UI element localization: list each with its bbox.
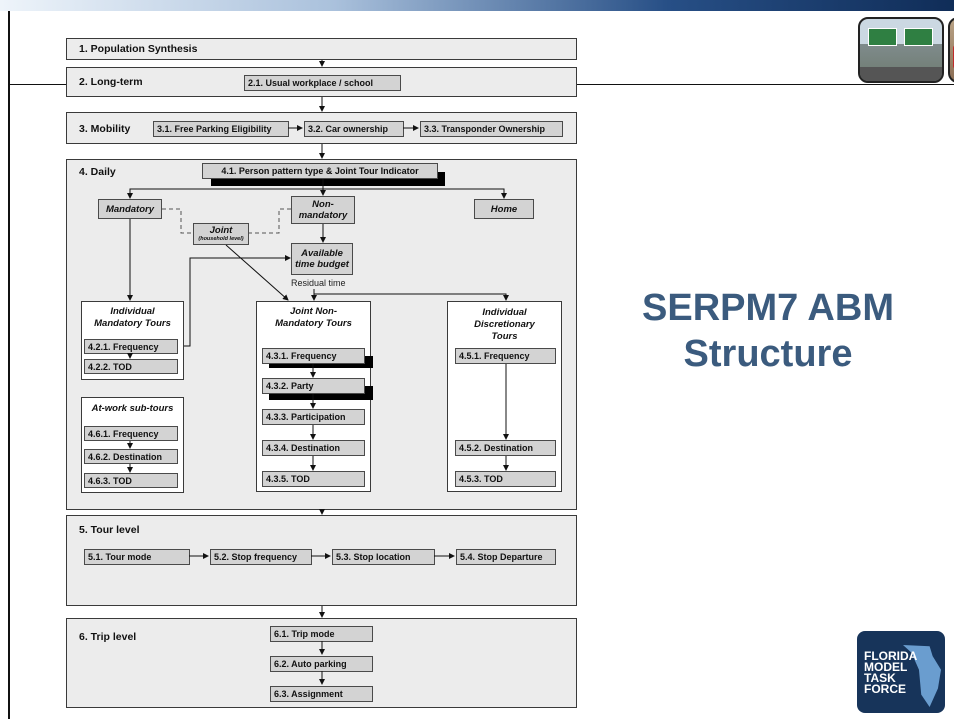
- florida-model-task-force-logo: FLORIDA MODEL TASK FORCE: [857, 631, 945, 713]
- logo-text: FLORIDA MODEL TASK FORCE: [864, 649, 918, 696]
- box-stop-location: 5.3. Stop location: [332, 549, 435, 565]
- group-individual-discretionary-tours: Individual Discretionary Tours: [447, 301, 562, 492]
- road-strip: [860, 67, 942, 81]
- highway-sign-left: [868, 28, 897, 46]
- highway-sign-right: [904, 28, 933, 46]
- group-title-line3: Tours: [491, 331, 518, 342]
- box-tour-mode: 5.1. Tour mode: [84, 549, 190, 565]
- box-non-mandatory: Non- mandatory: [291, 196, 355, 224]
- box-transponder: 3.3. Transponder Ownership: [420, 121, 563, 137]
- section-tour-level: 5. Tour level 5.1. Tour mode 5.2. Stop f…: [66, 515, 577, 606]
- box-person-pattern: 4.1. Person pattern type & Joint Tour In…: [202, 163, 438, 179]
- logo-line: FORCE: [864, 682, 906, 696]
- box-joint-frequency: 4.3.1. Frequency: [262, 348, 365, 364]
- mandatory-label: Mandatory: [105, 203, 155, 215]
- slide-heading: SERPM7 ABM Structure: [592, 285, 944, 377]
- heading-line1: SERPM7 ABM: [642, 287, 894, 329]
- group-title-line2: Mandatory Tours: [275, 318, 352, 329]
- logo-line: FLORIDA: [864, 649, 918, 663]
- home-label: Home: [490, 203, 518, 215]
- time-budget-line1: Available: [301, 248, 343, 259]
- group-title-line1: Individual: [110, 306, 155, 317]
- group-title-line2: Mandatory Tours: [94, 318, 171, 329]
- box-atwork-destination: 4.6.2. Destination: [84, 449, 178, 464]
- box-stop-frequency: 5.2. Stop frequency: [210, 549, 312, 565]
- box-disc-frequency: 4.5.1. Frequency: [455, 348, 556, 364]
- joint-sublabel: (household level): [198, 236, 244, 242]
- box-trip-mode: 6.1. Trip mode: [270, 626, 373, 642]
- box-atwork-tod: 4.6.3. TOD: [84, 473, 178, 488]
- section-title: 2. Long-term: [79, 76, 143, 88]
- box-atwork-frequency: 4.6.1. Frequency: [84, 426, 178, 441]
- box-available-time-budget: Available time budget: [291, 243, 353, 275]
- group-title: At-work sub-tours: [91, 403, 174, 414]
- time-budget-line2: time budget: [295, 259, 349, 270]
- group-title-line2: Discretionary: [474, 319, 535, 330]
- box-auto-parking: 6.2. Auto parking: [270, 656, 373, 672]
- section-population-synthesis: 1. Population Synthesis: [66, 38, 577, 60]
- box-assignment: 6.3. Assignment: [270, 686, 373, 702]
- box-joint-participation: 4.3.3. Participation: [262, 409, 365, 425]
- residual-time-label: Residual time: [291, 278, 346, 288]
- section-title: 6. Trip level: [79, 631, 137, 643]
- section-mobility: 3. Mobility 3.1. Free Parking Eligibilit…: [66, 112, 577, 144]
- box-stop-departure: 5.4. Stop Departure: [456, 549, 556, 565]
- heading-line2: Structure: [683, 333, 853, 375]
- box-car-ownership: 3.2. Car ownership: [304, 121, 404, 137]
- section-trip-level: 6. Trip level 6.1. Trip mode 6.2. Auto p…: [66, 618, 577, 708]
- top-gradient-bar: [0, 0, 954, 11]
- box-disc-destination: 4.5.2. Destination: [455, 440, 556, 456]
- group-title-line1: Individual: [482, 307, 527, 318]
- abm-structure-diagram: 1. Population Synthesis 2. Long-term 2.1…: [66, 36, 579, 710]
- section-title: 1. Population Synthesis: [79, 43, 198, 55]
- left-border-line: [8, 11, 10, 719]
- section-title: 4. Daily: [79, 166, 116, 178]
- box-mand-frequency: 4.2.1. Frequency: [84, 339, 178, 354]
- logo-line: TASK: [864, 671, 896, 685]
- section-long-term: 2. Long-term 2.1. Usual workplace / scho…: [66, 67, 577, 97]
- box-joint-party: 4.3.2. Party: [262, 378, 365, 394]
- section-title: 3. Mobility: [79, 123, 131, 135]
- non-mandatory-line2: mandatory: [298, 210, 348, 221]
- joint-label: Joint: [209, 225, 233, 236]
- box-free-parking: 3.1. Free Parking Eligibility: [153, 121, 289, 137]
- box-mand-tod: 4.2.2. TOD: [84, 359, 178, 374]
- group-title-line1: Joint Non-: [290, 306, 337, 317]
- box-home: Home: [474, 199, 534, 219]
- box-joint: Joint (household level): [193, 223, 249, 245]
- section-title: 5. Tour level: [79, 524, 140, 536]
- box-disc-tod: 4.5.3. TOD: [455, 471, 556, 487]
- box-joint-tod: 4.3.5. TOD: [262, 471, 365, 487]
- box-joint-destination: 4.3.4. Destination: [262, 440, 365, 456]
- highway-sign-photo: [858, 17, 944, 83]
- non-mandatory-line1: Non-: [312, 199, 334, 210]
- logo-line: MODEL: [864, 660, 908, 674]
- box-mandatory: Mandatory: [98, 199, 162, 219]
- bus-photo: [948, 17, 954, 83]
- box-usual-workplace: 2.1. Usual workplace / school: [244, 75, 401, 91]
